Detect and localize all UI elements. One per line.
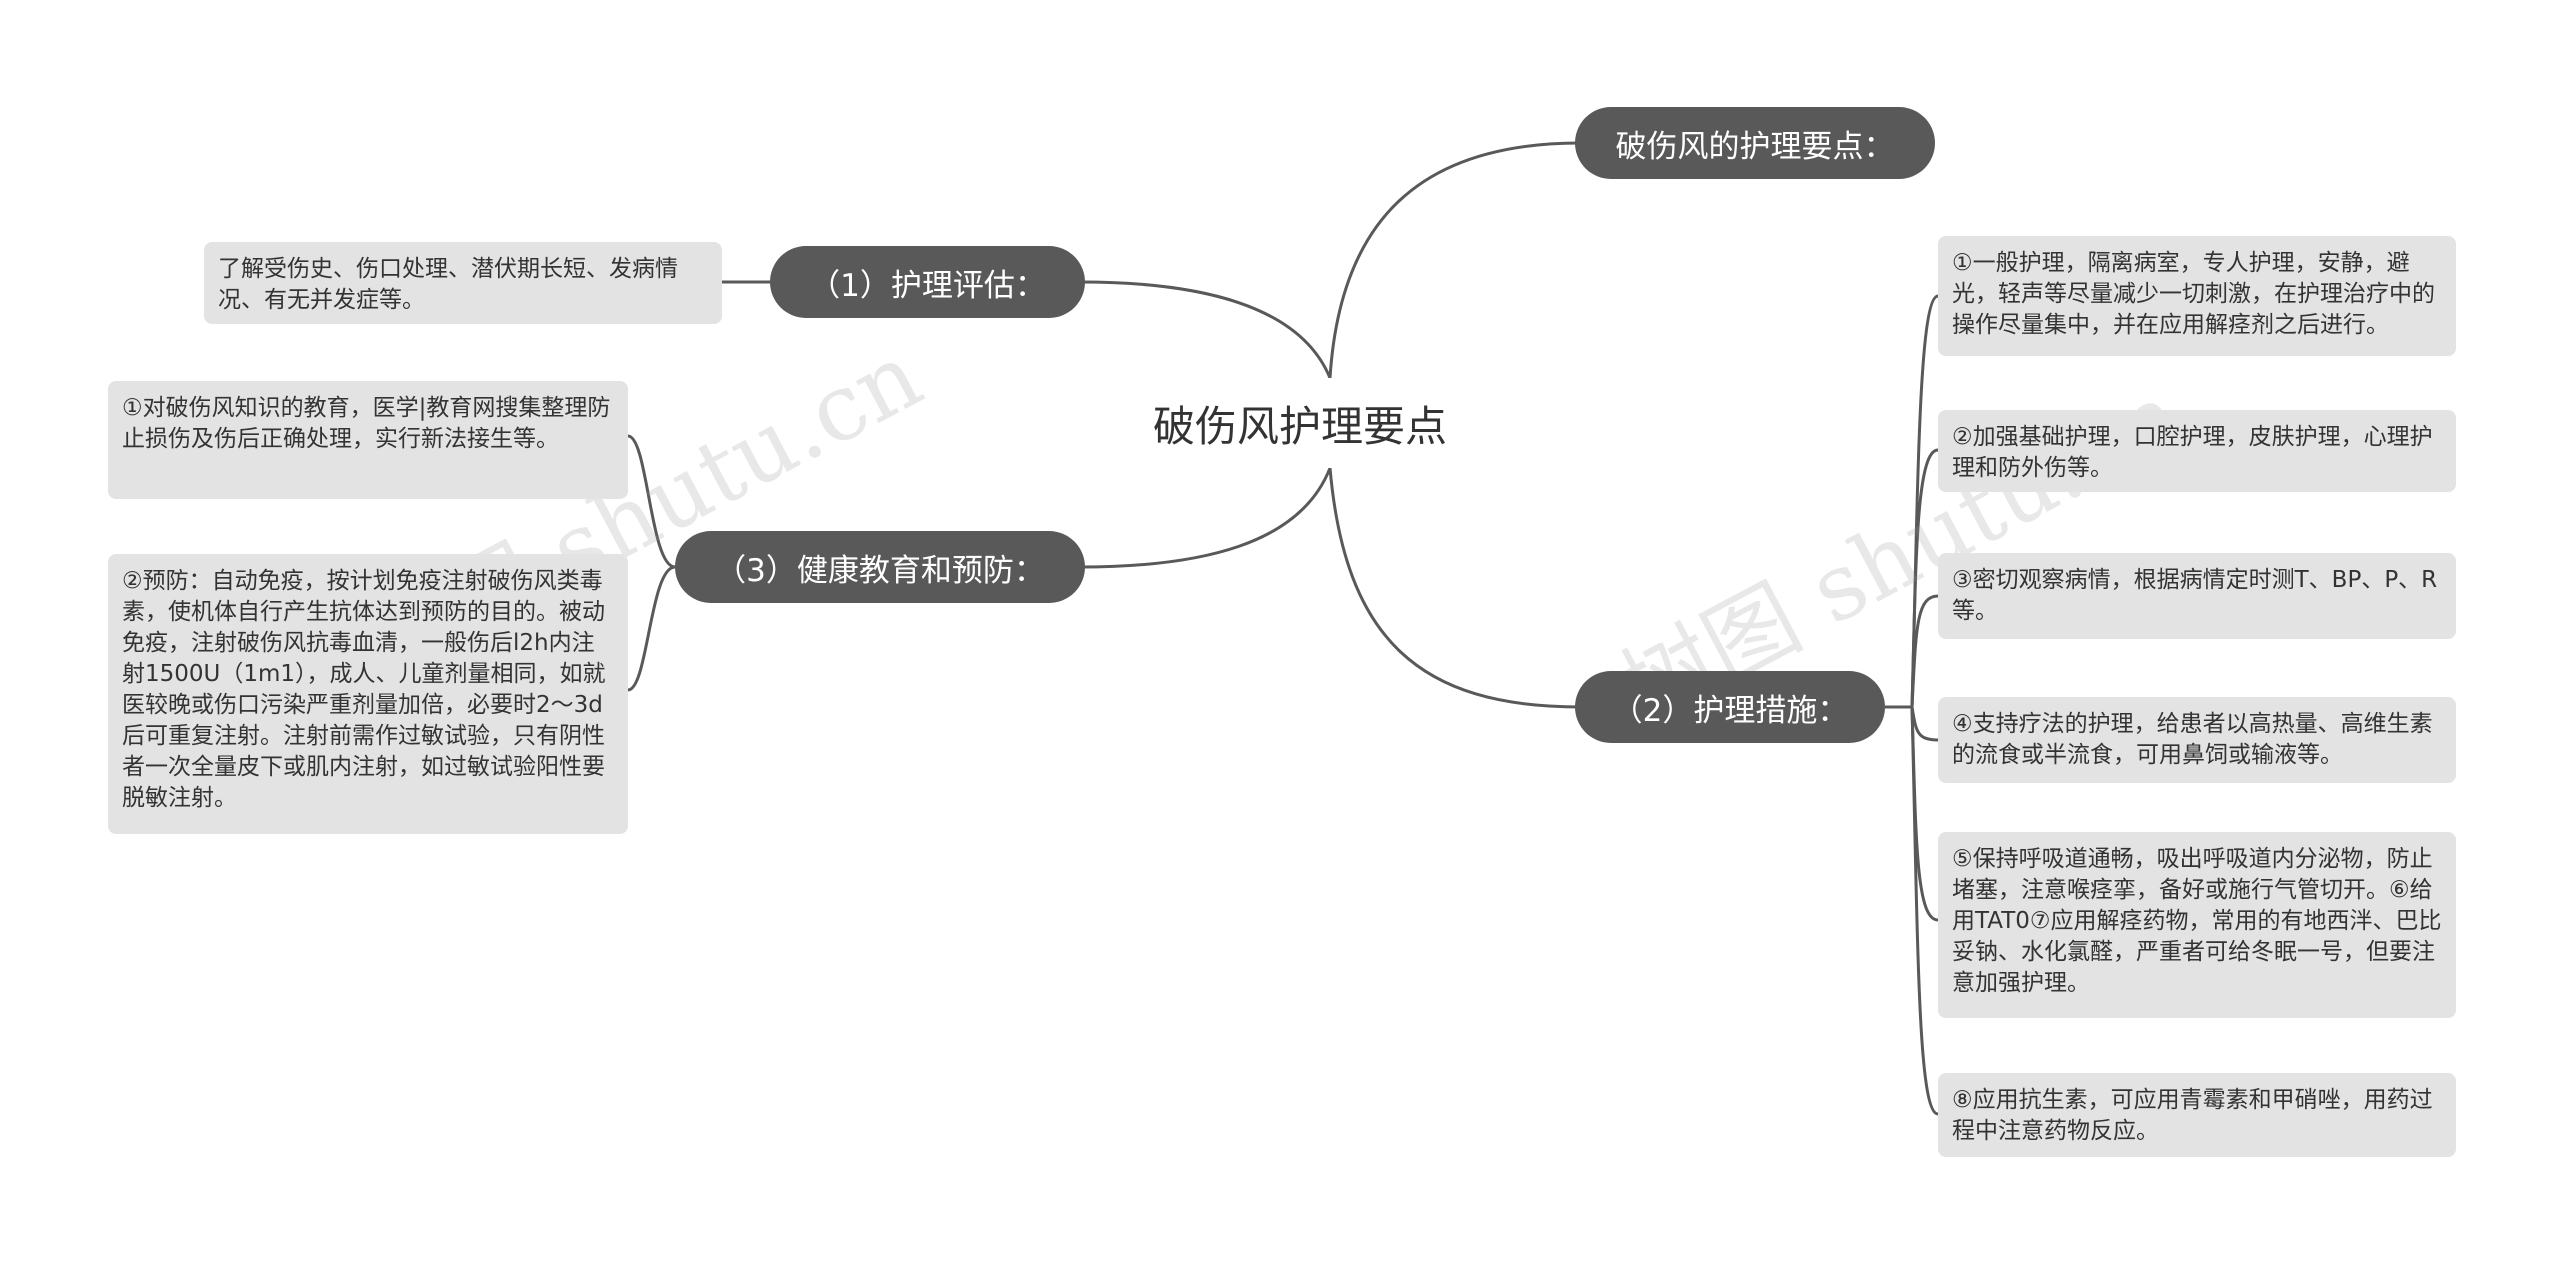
branch-assessment[interactable]: （1）护理评估： [770, 246, 1085, 318]
link-measures-leaf-6 [1910, 706, 1939, 1116]
leaf-education-2[interactable]: ②预防：自动免疫，按计划免疫注射破伤风类毒素，使机体自行产生抗体达到预防的目的。… [108, 554, 628, 834]
link-education-leaf-2 [627, 565, 676, 692]
link-root-keypoints [1328, 141, 1581, 379]
branch-measures[interactable]: （2）护理措施： [1575, 671, 1885, 743]
root-topic[interactable]: 破伤风护理要点 [1090, 378, 1510, 468]
link-education-leaf-1 [627, 434, 676, 569]
leaf-measures-6[interactable]: ⑧应用抗生素，可应用青霉素和甲硝唑，用药过程中注意药物反应。 [1938, 1073, 2456, 1157]
link-root-assessment [1079, 280, 1332, 379]
leaf-measures-5[interactable]: ⑤保持呼吸道通畅，吸出呼吸道内分泌物，防止堵塞，注意喉痉挛，备好或施行气管切开。… [1938, 832, 2456, 1018]
leaf-measures-2[interactable]: ②加强基础护理，口腔护理，皮肤护理，心理护理和防外伤等。 [1938, 410, 2456, 492]
link-measures-leaf-4 [1910, 706, 1939, 742]
leaf-measures-3[interactable]: ③密切观察病情，根据病情定时测T、BP、P、R等。 [1938, 553, 2456, 639]
leaf-measures-4[interactable]: ④支持疗法的护理，给患者以高热量、高维生素的流食或半流食，可用鼻饲或输液等。 [1938, 697, 2456, 783]
branch-key-points[interactable]: 破伤风的护理要点： [1575, 107, 1935, 179]
link-root-education [1079, 467, 1332, 569]
link-measures-leaf-2 [1910, 448, 1939, 708]
link-root-measures [1328, 467, 1581, 709]
link-measures-leaf-3 [1910, 594, 1939, 708]
leaf-measures-1[interactable]: ①一般护理，隔离病室，专人护理，安静，避光，轻声等尽量减少一切刺激，在护理治疗中… [1938, 236, 2456, 356]
leaf-assessment-1[interactable]: 了解受伤史、伤口处理、潜伏期长短、发病情况、有无并发症等。 [204, 242, 722, 324]
branch-education[interactable]: （3）健康教育和预防： [675, 531, 1085, 603]
leaf-education-1[interactable]: ①对破伤风知识的教育，医学|教育网搜集整理防止损伤及伤后正确处理，实行新法接生等… [108, 381, 628, 499]
